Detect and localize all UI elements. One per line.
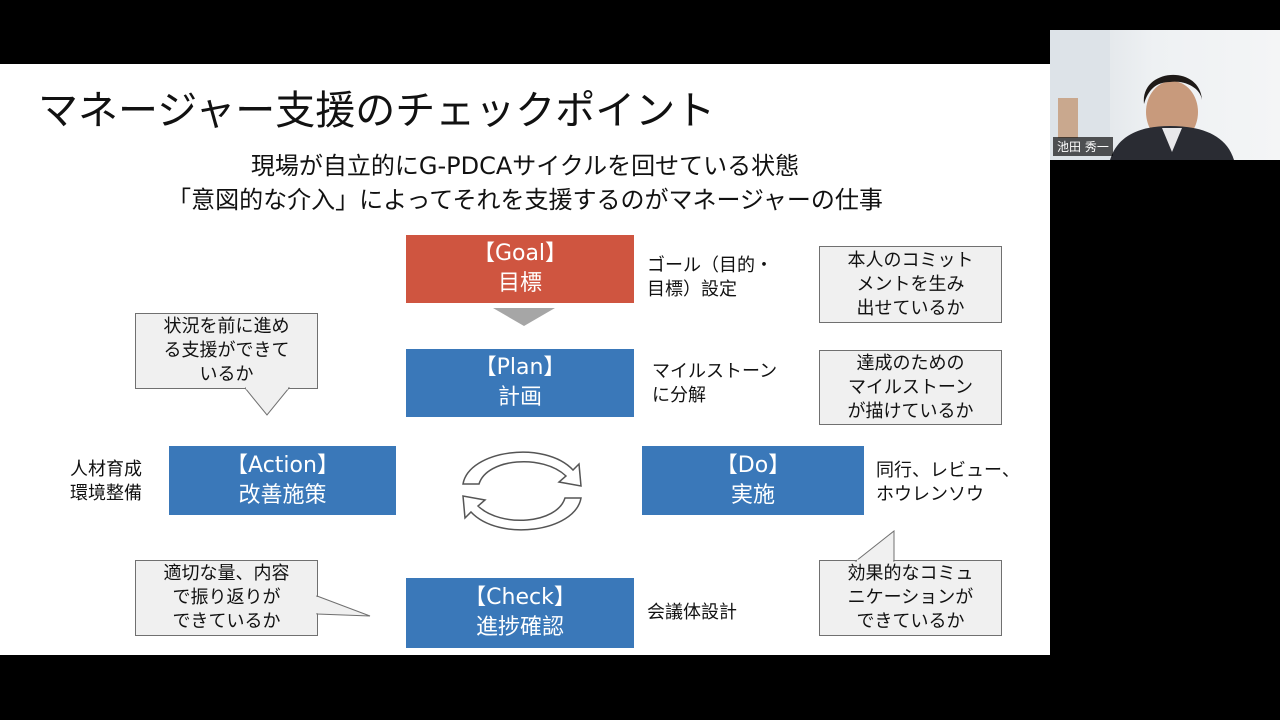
check-box: 【Check】 進捗確認 <box>406 578 634 648</box>
action-label: 改善施策 <box>238 482 327 508</box>
participant-video-tile[interactable]: 池田 秀一 <box>1050 30 1280 160</box>
slide-subtitle-line2: 「意図的な介入」によってそれを支援するのがマネージャーの仕事 <box>167 186 883 214</box>
slide-subtitle-line1: 現場が自立的にG-PDCAサイクルを回せている状態 <box>250 152 800 180</box>
participant-name-tag: 池田 秀一 <box>1053 137 1113 156</box>
check-bubble-tail <box>316 595 371 617</box>
do-bubble-tail <box>854 530 895 562</box>
plan-label: 計画 <box>497 385 542 410</box>
do-label: 実施 <box>730 482 775 508</box>
cycle-arrows-icon <box>462 451 582 531</box>
plan-note: マイルストーン に分解 <box>652 361 778 406</box>
plan-bubble: 達成のための マイルストーン が描けているか <box>819 350 1002 425</box>
action-box: 【Action】 改善施策 <box>169 446 396 515</box>
check-tag: 【Check】 <box>464 585 576 610</box>
goal-to-plan-arrow <box>493 308 555 326</box>
action-bubble: 状況を前に進め る支援ができて いるか <box>135 313 318 389</box>
goal-note: ゴール（目的・ 目標）設定 <box>647 255 773 300</box>
slide-title: マネージャー支援のチェックポイント <box>38 88 716 134</box>
action-note: 人材育成 環境整備 <box>70 459 142 504</box>
action-tag: 【Action】 <box>226 452 339 478</box>
check-label: 進捗確認 <box>475 615 564 640</box>
plan-box: 【Plan】 計画 <box>406 349 634 417</box>
check-bubble: 適切な量、内容 で振り返りが できているか <box>135 560 318 636</box>
do-note: 同行、レビュー、 ホウレンソウ <box>876 460 1020 505</box>
plan-tag: 【Plan】 <box>474 355 566 380</box>
check-note: 会議体設計 <box>647 602 737 623</box>
goal-box: 【Goal】 目標 <box>406 235 634 303</box>
goal-tag: 【Goal】 <box>472 241 568 266</box>
do-tag: 【Do】 <box>715 452 791 478</box>
participant-video-feed <box>1050 30 1234 160</box>
goal-label: 目標 <box>497 271 542 296</box>
do-bubble: 効果的なコミュ ニケーションが できているか <box>819 560 1002 636</box>
action-bubble-tail <box>245 387 291 416</box>
presentation-slide: マネージャー支援のチェックポイント 現場が自立的にG-PDCAサイクルを回せてい… <box>0 64 1050 655</box>
goal-bubble: 本人のコミット メントを生み 出せているか <box>819 246 1002 323</box>
do-box: 【Do】 実施 <box>642 446 864 515</box>
